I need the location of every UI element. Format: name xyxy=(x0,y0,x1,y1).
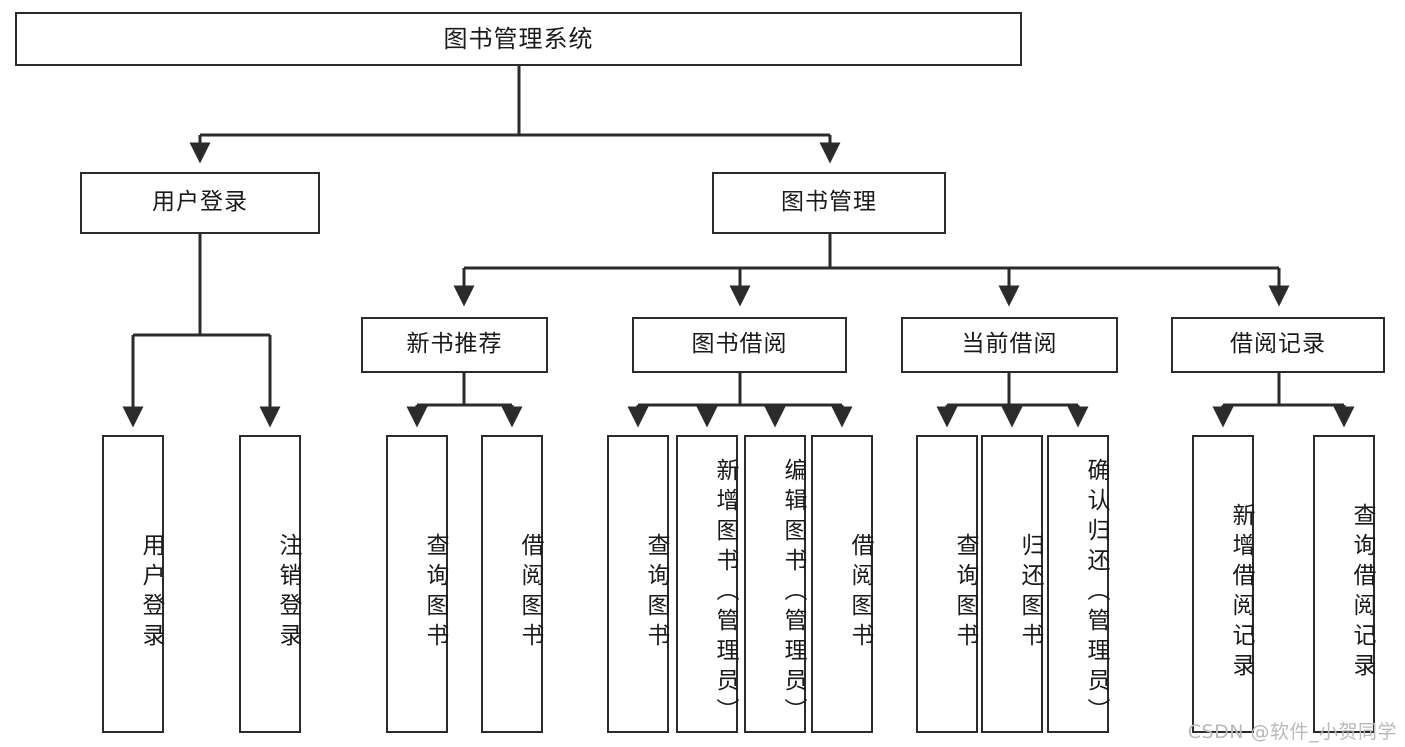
leaf-book-borrow-edit-book-admin[interactable]: 编辑图书（管理员） xyxy=(744,435,806,733)
leaf-label: 查询图书 xyxy=(422,533,448,653)
leaf-user-login-logout[interactable]: 注销登录 xyxy=(239,435,301,733)
leaf-label: 用户登录 xyxy=(138,533,164,653)
node-root-system[interactable]: 图书管理系统 xyxy=(15,12,1022,66)
leaf-label: 查询借阅记录 xyxy=(1349,503,1375,683)
node-current-borrow-label: 当前借阅 xyxy=(961,331,1058,358)
leaf-current-borrow-return-book[interactable]: 归还图书 xyxy=(981,435,1043,733)
node-borrow-record[interactable]: 借阅记录 xyxy=(1171,317,1385,373)
node-new-book-recommend[interactable]: 新书推荐 xyxy=(361,317,548,373)
node-root-label: 图书管理系统 xyxy=(443,24,594,53)
leaf-label: 借阅图书 xyxy=(847,533,873,653)
leaf-book-borrow-borrow-book[interactable]: 借阅图书 xyxy=(811,435,873,733)
leaf-label: 归还图书 xyxy=(1017,533,1043,653)
node-book-borrow-label: 图书借阅 xyxy=(691,331,788,358)
node-book-management[interactable]: 图书管理 xyxy=(712,172,946,234)
leaf-label: 编辑图书（管理员） xyxy=(780,458,806,728)
leaf-book-borrow-add-book-admin[interactable]: 新增图书（管理员） xyxy=(676,435,738,733)
leaf-new-book-borrow-book[interactable]: 借阅图书 xyxy=(481,435,543,733)
node-user-login[interactable]: 用户登录 xyxy=(80,172,320,234)
node-borrow-record-label: 借阅记录 xyxy=(1230,331,1326,358)
node-current-borrow[interactable]: 当前借阅 xyxy=(901,317,1118,373)
node-new-book-recommend-label: 新书推荐 xyxy=(406,331,503,358)
leaf-new-book-query-book[interactable]: 查询图书 xyxy=(386,435,448,733)
leaf-user-login-login[interactable]: 用户登录 xyxy=(102,435,164,733)
leaf-current-borrow-confirm-return-admin[interactable]: 确认归还（管理员） xyxy=(1047,435,1109,733)
leaf-label: 查询图书 xyxy=(643,533,669,653)
leaf-book-borrow-query-book[interactable]: 查询图书 xyxy=(607,435,669,733)
leaf-label: 新增借阅记录 xyxy=(1228,503,1254,683)
node-user-login-label: 用户登录 xyxy=(152,189,248,216)
leaf-label: 注销登录 xyxy=(275,533,301,653)
csdn-watermark: CSDN @软件_小贺同学 xyxy=(1187,721,1397,743)
leaf-label: 查询图书 xyxy=(952,533,978,653)
node-book-borrow[interactable]: 图书借阅 xyxy=(632,317,847,373)
leaf-label: 确认归还（管理员） xyxy=(1083,458,1109,728)
leaf-borrow-record-query-record[interactable]: 查询借阅记录 xyxy=(1313,435,1375,733)
node-book-management-label: 图书管理 xyxy=(781,189,877,216)
leaf-label: 新增图书（管理员） xyxy=(712,458,738,728)
leaf-label: 借阅图书 xyxy=(517,533,543,653)
leaf-current-borrow-query-book[interactable]: 查询图书 xyxy=(916,435,978,733)
leaf-borrow-record-add-record[interactable]: 新增借阅记录 xyxy=(1192,435,1254,733)
